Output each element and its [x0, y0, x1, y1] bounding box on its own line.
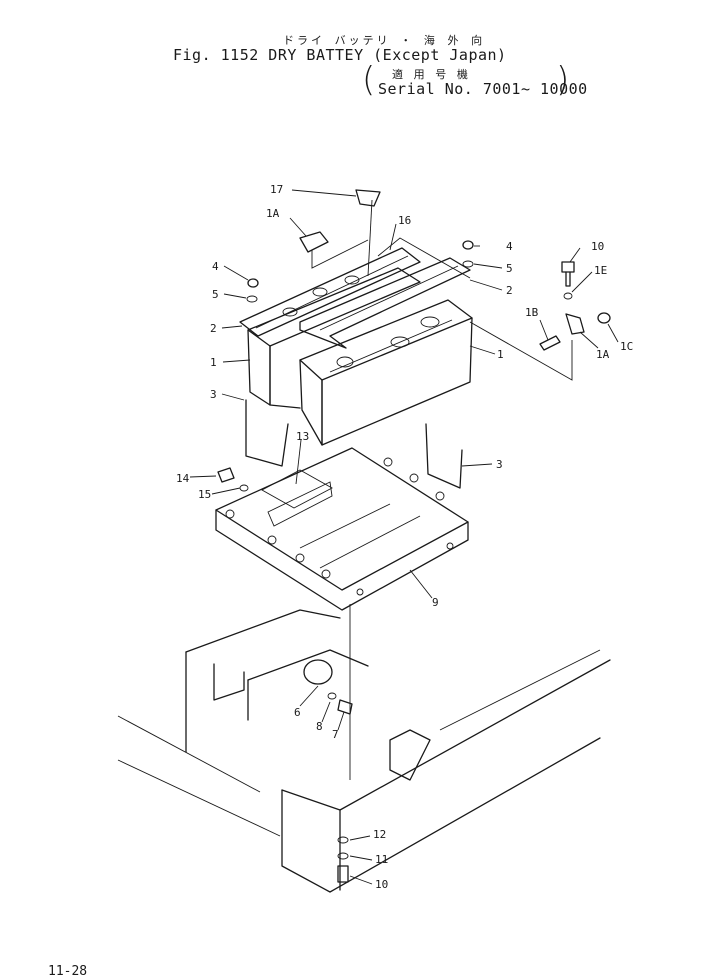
callout-6: 6 — [294, 706, 301, 719]
nuts-and-washers — [246, 240, 474, 303]
callout-5-left: 5 — [212, 288, 219, 301]
callout-1-left: 1 — [210, 356, 217, 369]
callout-1a-upper: 1A — [266, 207, 280, 220]
callout-1b: 1B — [525, 306, 539, 319]
callout-9: 9 — [432, 596, 439, 609]
right-parenthesis: ) — [556, 60, 570, 100]
bolt-14 — [217, 467, 235, 483]
callout-5-right: 5 — [506, 262, 513, 275]
cable-1a-line — [311, 239, 369, 269]
terminal-1a-upper — [299, 231, 329, 253]
machine-frame — [117, 609, 611, 893]
callout-13: 13 — [296, 430, 309, 443]
hold-down-frame — [239, 237, 471, 349]
left-parenthesis: ( — [362, 60, 376, 100]
callout-8: 8 — [316, 720, 323, 733]
battery-right — [299, 299, 473, 446]
serial-range: Serial No. 7001~ 10000 — [378, 80, 588, 98]
terminal-cluster-right — [539, 261, 611, 351]
cable-right — [469, 321, 573, 381]
callout-15: 15 — [198, 488, 211, 501]
japanese-serial-label: 適 用 号 機 — [392, 68, 470, 81]
cable-line — [367, 199, 373, 277]
callout-4-left: 4 — [212, 260, 219, 273]
callout-10-lower: 10 — [375, 878, 388, 891]
callout-2-left: 2 — [210, 322, 217, 335]
japanese-title: ドライ バッテリ ・ 海 外 向 — [283, 34, 486, 47]
battery-tray — [215, 447, 469, 611]
callout-4-right: 4 — [506, 240, 513, 253]
page-number: 11-28 — [48, 964, 88, 979]
cable-tag — [355, 189, 381, 207]
j-bolt-left — [245, 399, 289, 467]
callout-labels: 17 1A 16 4 4 10 1E 5 5 2 2 1B 1 1A 1C 1 … — [176, 183, 633, 891]
callout-1c: 1C — [620, 340, 633, 353]
callout-3-right: 3 — [496, 458, 503, 471]
callout-1-right: 1 — [497, 348, 504, 361]
callout-7: 7 — [332, 728, 339, 741]
callout-1e: 1E — [594, 264, 607, 277]
callout-14: 14 — [176, 472, 190, 485]
callout-3-left: 3 — [210, 388, 217, 401]
callout-11: 11 — [375, 853, 388, 866]
callout-17: 17 — [270, 183, 283, 196]
callout-10-upper: 10 — [591, 240, 604, 253]
callout-1a-lower: 1A — [596, 348, 610, 361]
callout-12: 12 — [373, 828, 386, 841]
callout-2-right: 2 — [506, 284, 513, 297]
callout-leaders — [189, 189, 619, 885]
washer-15 — [239, 484, 249, 492]
figure-title: Fig. 1152 DRY BATTEY (Except Japan) — [173, 46, 507, 64]
j-bolt-right — [425, 423, 463, 489]
callout-16: 16 — [398, 214, 411, 227]
battery-left — [247, 267, 421, 409]
